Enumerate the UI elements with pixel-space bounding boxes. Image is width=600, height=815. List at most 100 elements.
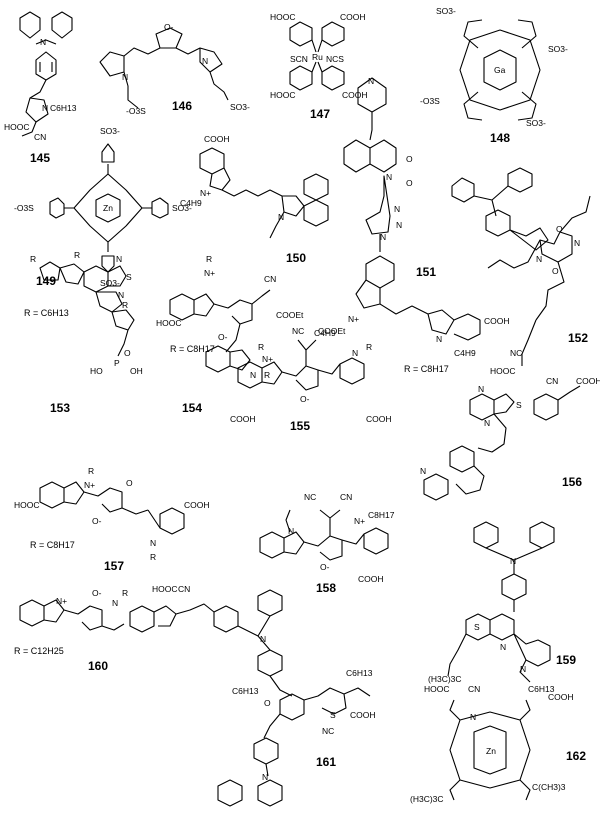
atom-label: N+	[262, 354, 273, 364]
atom-label: Ga	[494, 65, 506, 75]
atom-label: COOEt	[318, 326, 346, 336]
compound-161: N C6H13 O C6H13 S NC COOH N 161	[213, 589, 376, 807]
atom-label: R	[366, 342, 372, 352]
atom-label: N+	[200, 188, 211, 198]
atom-label: N	[202, 56, 208, 66]
atom-label: HOOC	[270, 90, 296, 100]
atom-label: NC	[292, 326, 304, 336]
atom-label: N	[484, 418, 490, 428]
atom-label: S	[474, 622, 480, 632]
atom-label: C4H9	[180, 198, 202, 208]
atom-label: SO3-	[172, 203, 192, 213]
compound-number: 153	[50, 401, 70, 415]
atom-label: N	[150, 538, 156, 548]
atom-label: N	[352, 348, 358, 358]
atom-label: N	[396, 220, 402, 230]
compound-number: 157	[104, 559, 124, 573]
atom-label: O	[126, 478, 133, 488]
compound-150: COOH N+ C4H9 N 150	[180, 134, 329, 265]
atom-label: N	[500, 642, 506, 652]
atom-label: O-	[164, 22, 174, 32]
compound-number: 148	[490, 131, 510, 145]
atom-label: SO3-	[100, 126, 120, 136]
atom-label: NCS	[326, 54, 344, 64]
atom-label: N	[42, 103, 48, 113]
atom-label: N	[478, 384, 484, 394]
compound-number: 152	[568, 331, 588, 345]
atom-label: COOH	[576, 376, 600, 386]
atom-label: N+	[204, 268, 215, 278]
atom-label: N	[470, 712, 476, 722]
compound-159: N S N N HOOC CN C6H13 159	[424, 521, 576, 694]
atom-label: CN	[34, 132, 46, 142]
atom-label: COOH	[184, 500, 210, 510]
compound-155: NC COOEt R N+ N R O- COOH COOH R = C8H17…	[230, 326, 449, 433]
atom-label: COOH	[350, 710, 376, 720]
atom-label: HOOC	[156, 318, 182, 328]
atom-label: COOEt	[276, 310, 304, 320]
atom-label: R	[122, 588, 128, 598]
atom-label: NC	[510, 348, 522, 358]
substituent-note: R = C8H17	[170, 344, 215, 354]
atom-label: SO3-	[230, 102, 250, 112]
atom-label: HOOC	[4, 122, 30, 132]
atom-label: N	[278, 212, 284, 222]
compound-147: HOOC COOH SCN Ru NCS HOOC COOH 147	[270, 12, 368, 121]
atom-label: CN	[340, 492, 352, 502]
atom-label: O-	[320, 562, 330, 572]
atom-label: NC	[304, 492, 316, 502]
atom-label: N	[574, 238, 580, 248]
atom-label: S	[330, 710, 336, 720]
compound-160: N+ O- N R HOOC CN R = C12H25 160	[14, 584, 215, 673]
atom-label: C8H17	[368, 510, 395, 520]
compound-156: N S N CN COOH N 156	[420, 376, 600, 501]
compound-number: 145	[30, 151, 50, 165]
atom-label: COOH	[358, 574, 384, 584]
atom-label: N	[394, 204, 400, 214]
atom-label: CN	[178, 584, 190, 594]
atom-label: O	[124, 348, 131, 358]
atom-label: O	[264, 698, 271, 708]
atom-label: HO	[90, 366, 103, 376]
compound-number: 161	[316, 755, 336, 769]
atom-label: N	[520, 664, 526, 674]
atom-label: COOH	[484, 316, 510, 326]
atom-label: -O3S	[14, 203, 34, 213]
atom-label: COOH	[230, 414, 256, 424]
atom-label: R	[74, 250, 80, 260]
atom-label: C6H13	[232, 686, 259, 696]
atom-label: N	[122, 72, 128, 82]
atom-label: HOOC	[152, 584, 178, 594]
atom-label: N	[112, 598, 118, 608]
atom-label: R	[258, 342, 264, 352]
compound-153: R R N S N R HO OH P O R = C6H13 153	[24, 250, 143, 415]
atom-label: SO3-	[526, 118, 546, 128]
atom-label: SO3-	[436, 6, 456, 16]
atom-label: N	[368, 76, 374, 86]
atom-label: O-	[92, 588, 102, 598]
atom-label: -O3S	[126, 106, 146, 116]
atom-label: C4H9	[314, 328, 336, 338]
atom-label: SO3-	[548, 44, 568, 54]
atom-label: C6H13	[528, 684, 555, 694]
atom-label: N	[420, 466, 426, 476]
atom-label: R	[88, 466, 94, 476]
atom-label: NC	[322, 726, 334, 736]
atom-label: OH	[130, 366, 143, 376]
atom-label: P	[114, 358, 120, 368]
atom-label: R	[150, 552, 156, 562]
compound-162: (H3C)3C COOH N Zn (H3C)3C C(CH3)3 162	[410, 674, 586, 804]
atom-label: -O3S	[420, 96, 440, 106]
compound-number: 149	[36, 274, 56, 288]
compound-number: 159	[556, 653, 576, 667]
compound-number: 155	[290, 419, 310, 433]
compound-157: R N+ HOOC O O- COOH N R R = C8H17 157	[14, 466, 210, 573]
compound-152: O N N O NC HOOC 152	[451, 167, 591, 376]
compound-number: 151	[416, 265, 436, 279]
compound-149: SO3- -O3S Zn SO3- SO3- 149	[14, 126, 192, 288]
atom-label: CN	[546, 376, 558, 386]
atom-label: O	[406, 154, 413, 164]
atom-label: (H3C)3C	[410, 794, 444, 804]
atom-label: N	[510, 556, 516, 566]
